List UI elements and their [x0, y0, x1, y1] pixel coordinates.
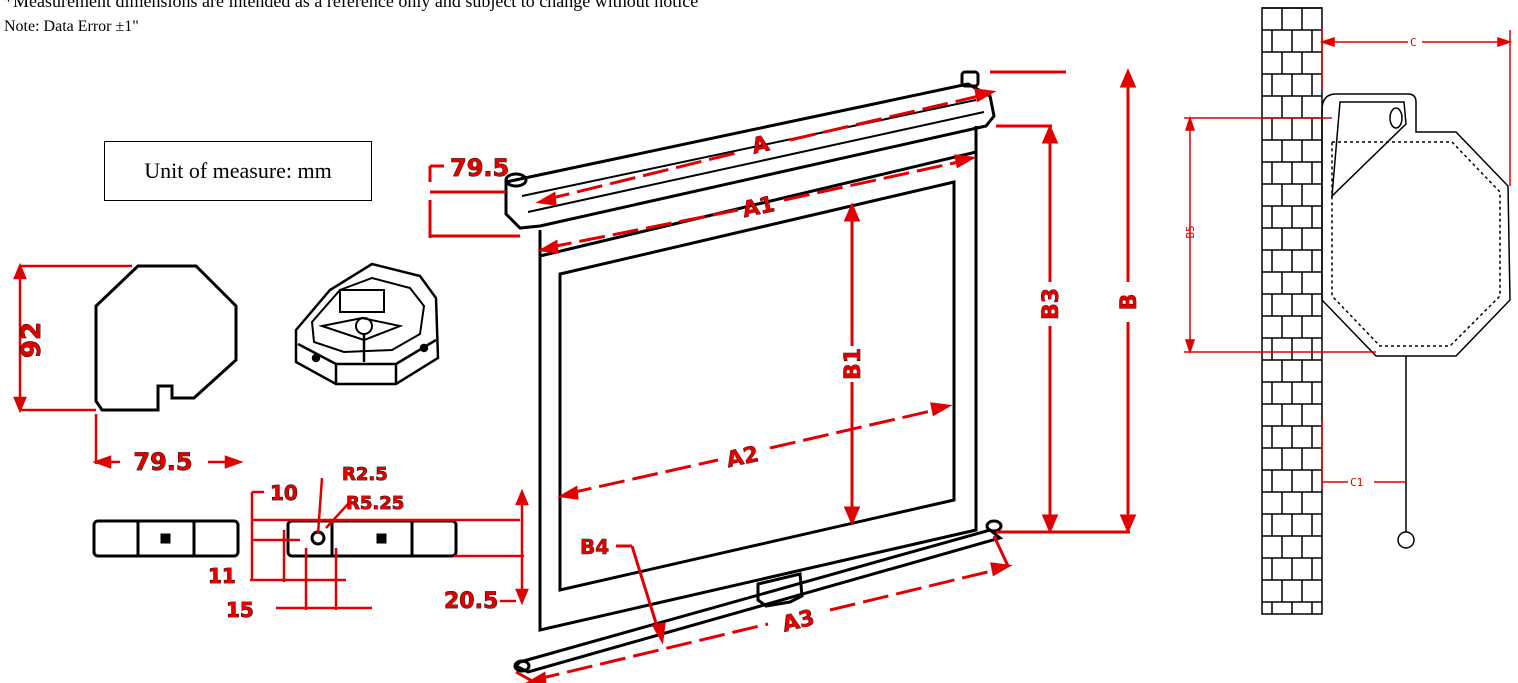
label-B5: B5	[1184, 225, 1197, 238]
bracket-r2-5-dimension: R2.5	[342, 464, 388, 485]
unit-of-measure-box: Unit of measure: mm	[104, 141, 372, 201]
housing-width-dimension: 79.5	[133, 448, 192, 476]
label-C: C	[1410, 36, 1417, 49]
screen-dimension-lines	[428, 68, 1137, 683]
bracket-r5-25-dimension: R5.25	[346, 493, 404, 514]
label-A1: A1	[740, 192, 777, 223]
label-B3: B3	[1039, 288, 1064, 320]
bracket-15-dimension: 15	[226, 598, 254, 622]
label-C1: C1	[1350, 476, 1363, 489]
housing-dimension-lines	[13, 262, 244, 469]
side-housing	[1321, 93, 1511, 549]
bracket-dimension-lines	[250, 477, 529, 610]
data-error-note: Note: Data Error ±1"	[4, 18, 139, 35]
disclaimer-note: *Measurement dimensions are intended as …	[4, 0, 699, 11]
label-A3: A3	[780, 606, 817, 638]
label-B1: B1	[841, 348, 866, 380]
housing-height-dimension: 92	[17, 322, 47, 358]
label-B4: B4	[580, 535, 609, 559]
screen-assembly	[504, 70, 1004, 674]
side-dimension-lines	[1184, 28, 1513, 490]
housing-depth-top-dimension: 79.5	[450, 154, 509, 182]
bracket-11-dimension: 11	[208, 564, 236, 588]
label-A: A	[749, 132, 771, 160]
mounting-bracket	[92, 519, 458, 558]
housing-cross-section	[94, 264, 238, 412]
brick-wall	[1261, 7, 1323, 615]
label-B: B	[1117, 294, 1142, 311]
end-cap-3d	[294, 262, 440, 386]
bracket-10-dimension: 10	[270, 481, 298, 505]
bracket-20-5-dimension: 20.5	[444, 589, 498, 614]
label-A2: A2	[724, 442, 761, 473]
